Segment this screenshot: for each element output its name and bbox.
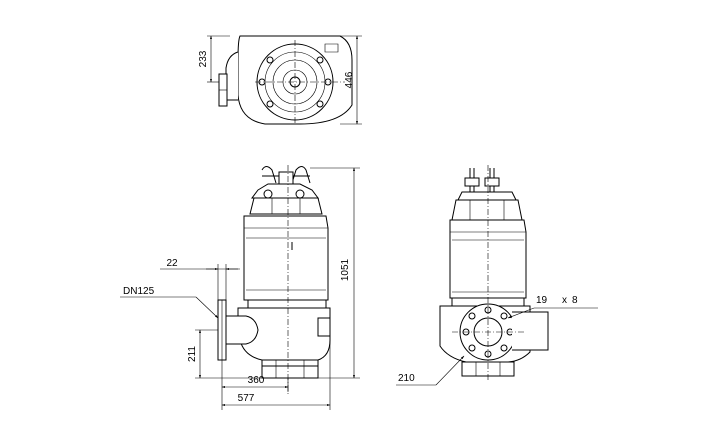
- dim-total-length: 577: [238, 393, 255, 404]
- top-view: 233 446: [198, 35, 362, 125]
- front-view: 19 x 8 210: [396, 165, 598, 386]
- dim-top-height: 233: [198, 50, 209, 67]
- side-view: 22 DN125 211 360 577 1051: [120, 165, 360, 410]
- top-view-discharge: [225, 51, 239, 101]
- side-view-top-cap: [251, 183, 319, 199]
- label-hole-count: 8: [572, 295, 578, 306]
- label-hole-count-symbol: x: [562, 295, 567, 306]
- dim-top-width: 446: [344, 71, 355, 88]
- dim-flange-thickness: 22: [166, 258, 178, 269]
- label-hole-diameter: 19: [536, 295, 548, 306]
- label-bolt-circle: 210: [398, 373, 415, 384]
- dim-axis-to-outlet: 360: [248, 375, 265, 386]
- label-outlet-size: DN125: [123, 286, 155, 297]
- side-view-motor: [243, 215, 329, 301]
- dim-outlet-height: 211: [187, 346, 198, 362]
- dim-total-height: 1051: [340, 258, 351, 281]
- side-view-discharge: [221, 315, 259, 345]
